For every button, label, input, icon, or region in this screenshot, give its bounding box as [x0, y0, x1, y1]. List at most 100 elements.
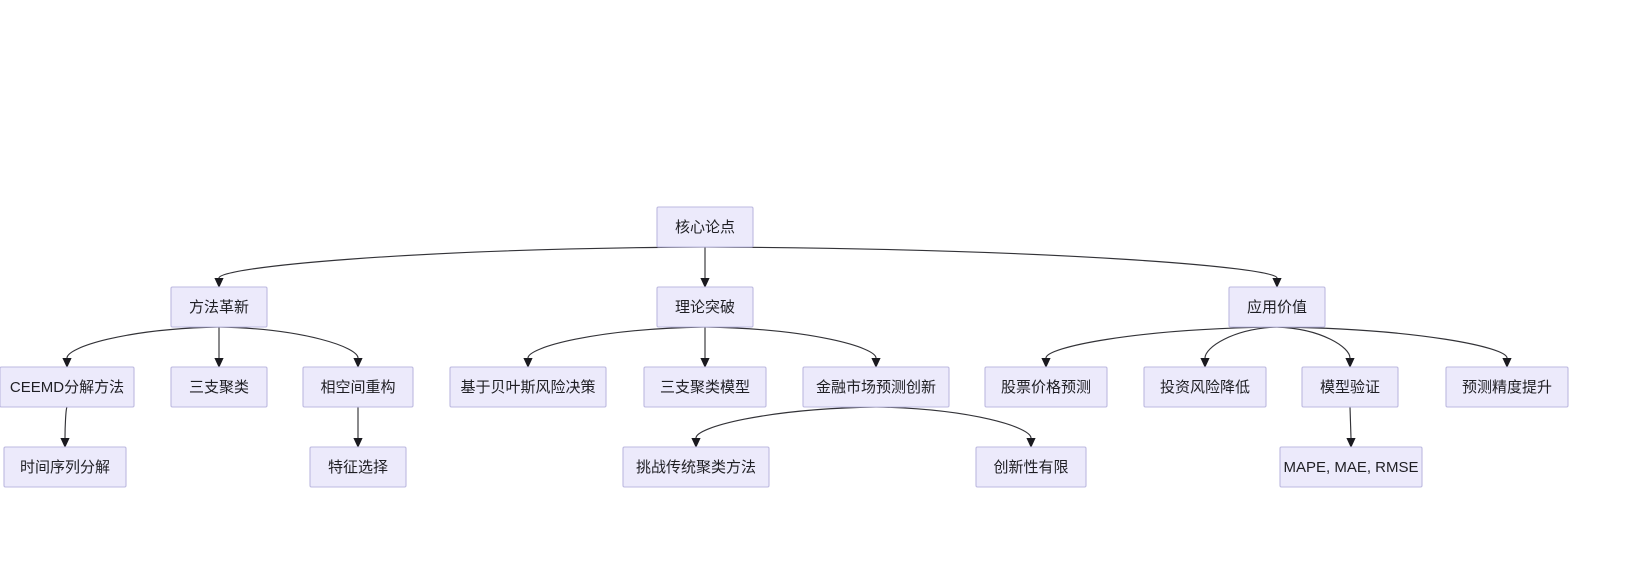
node-stockpred[interactable]: 股票价格预测: [984, 366, 1108, 408]
node-label: CEEMD分解方法: [10, 379, 124, 396]
edge-line: [695, 406, 877, 439]
arrow-head-icon: [1346, 438, 1356, 448]
edge-root-to-theory: [700, 247, 710, 288]
node-box[interactable]: [449, 366, 607, 408]
edge-method-to-phasespace: [218, 326, 363, 368]
node-box[interactable]: [622, 446, 770, 488]
edge-finance-to-limited: [875, 406, 1036, 448]
node-label: 核心论点: [675, 219, 735, 236]
node-tsdecomp[interactable]: 时间序列分解: [3, 446, 127, 488]
node-box[interactable]: [302, 366, 414, 408]
node-box[interactable]: [1228, 286, 1326, 328]
node-box[interactable]: [3, 446, 127, 488]
arrow-head-icon: [523, 358, 533, 368]
node-application[interactable]: 应用价值: [1228, 286, 1326, 328]
edge-theory-to-finance: [704, 326, 881, 368]
node-label: MAPE, MAE, RMSE: [1283, 459, 1418, 476]
edge-line: [1204, 326, 1278, 359]
node-validation[interactable]: 模型验证: [1301, 366, 1399, 408]
arrow-head-icon: [1041, 358, 1051, 368]
node-finance[interactable]: 金融市场预测创新: [802, 366, 950, 408]
node-bayes[interactable]: 基于贝叶斯风险决策: [449, 366, 607, 408]
node-threewaymodel[interactable]: 三支聚类模型: [643, 366, 767, 408]
node-limited[interactable]: 创新性有限: [975, 446, 1087, 488]
node-riskdown[interactable]: 投资风险降低: [1143, 366, 1267, 408]
node-ceemd[interactable]: CEEMD分解方法: [0, 366, 135, 408]
node-featsel[interactable]: 特征选择: [309, 446, 407, 488]
arrow-head-icon: [214, 358, 224, 368]
node-challenge[interactable]: 挑战传统聚类方法: [622, 446, 770, 488]
edge-line: [66, 326, 220, 359]
node-label: 创新性有限: [993, 459, 1068, 476]
node-box[interactable]: [984, 366, 1108, 408]
node-label: 相空间重构: [320, 379, 395, 396]
edge-line: [64, 406, 68, 439]
arrow-head-icon: [1502, 358, 1512, 368]
edge-method-to-ceemd: [62, 326, 220, 368]
node-label: 投资风险降低: [1160, 379, 1250, 396]
node-phasespace[interactable]: 相空间重构: [302, 366, 414, 408]
arrow-head-icon: [1345, 358, 1355, 368]
arrow-head-icon: [1200, 358, 1210, 368]
node-root[interactable]: 核心论点: [656, 206, 754, 248]
edge-application-to-accuracy: [1276, 326, 1512, 368]
edge-ceemd-to-tsdecomp: [60, 406, 70, 448]
edge-application-to-validation: [1276, 326, 1355, 368]
edge-line: [704, 326, 877, 359]
node-accuracy[interactable]: 预测精度提升: [1445, 366, 1569, 408]
node-label: 特征选择: [328, 459, 388, 476]
node-label: 三支聚类: [189, 379, 249, 396]
edge-line: [1276, 326, 1508, 359]
node-box[interactable]: [170, 366, 268, 408]
edge-application-to-riskdown: [1200, 326, 1278, 368]
edge-line: [875, 406, 1032, 439]
edge-root-to-application: [704, 246, 1282, 288]
node-label: 挑战传统聚类方法: [636, 459, 756, 476]
edge-validation-to-metrics: [1346, 406, 1356, 448]
node-box[interactable]: [975, 446, 1087, 488]
node-threeway[interactable]: 三支聚类: [170, 366, 268, 408]
edge-line: [1276, 326, 1351, 359]
arrow-head-icon: [353, 438, 363, 448]
node-box[interactable]: [656, 206, 754, 248]
node-theory[interactable]: 理论突破: [656, 286, 754, 328]
edge-line: [1349, 406, 1352, 439]
node-box[interactable]: [170, 286, 268, 328]
edge-finance-to-challenge: [691, 406, 877, 448]
node-box[interactable]: [1445, 366, 1569, 408]
node-box[interactable]: [1143, 366, 1267, 408]
node-method[interactable]: 方法革新: [170, 286, 268, 328]
arrow-head-icon: [1272, 278, 1282, 288]
edge-method-to-threeway: [214, 327, 224, 368]
node-label: 基于贝叶斯风险决策: [460, 379, 595, 396]
node-label: 时间序列分解: [20, 459, 110, 476]
node-box[interactable]: [0, 366, 135, 408]
edge-line: [527, 326, 706, 359]
node-box[interactable]: [656, 286, 754, 328]
node-label: 预测精度提升: [1462, 379, 1552, 396]
arrow-head-icon: [691, 438, 701, 448]
node-label: 应用价值: [1247, 298, 1307, 316]
node-box[interactable]: [643, 366, 767, 408]
arrow-head-icon: [871, 358, 881, 368]
node-box[interactable]: [309, 446, 407, 488]
node-label: 金融市场预测创新: [816, 379, 936, 396]
node-label: 三支聚类模型: [660, 379, 750, 396]
arrow-head-icon: [1026, 438, 1036, 448]
edge-line: [218, 246, 706, 279]
edge-line: [218, 326, 359, 359]
node-box[interactable]: [1279, 446, 1423, 488]
arrow-head-icon: [353, 358, 363, 368]
edge-theory-to-bayes: [523, 326, 706, 368]
node-box[interactable]: [802, 366, 950, 408]
arrow-head-icon: [214, 278, 224, 288]
edge-phasespace-to-featsel: [353, 407, 363, 448]
edge-application-to-stockpred: [1041, 326, 1278, 368]
edge-line: [1045, 326, 1278, 359]
node-metrics[interactable]: MAPE, MAE, RMSE: [1279, 446, 1423, 488]
arrow-head-icon: [62, 358, 72, 368]
node-box[interactable]: [1301, 366, 1399, 408]
edge-theory-to-threewaymodel: [700, 327, 710, 368]
